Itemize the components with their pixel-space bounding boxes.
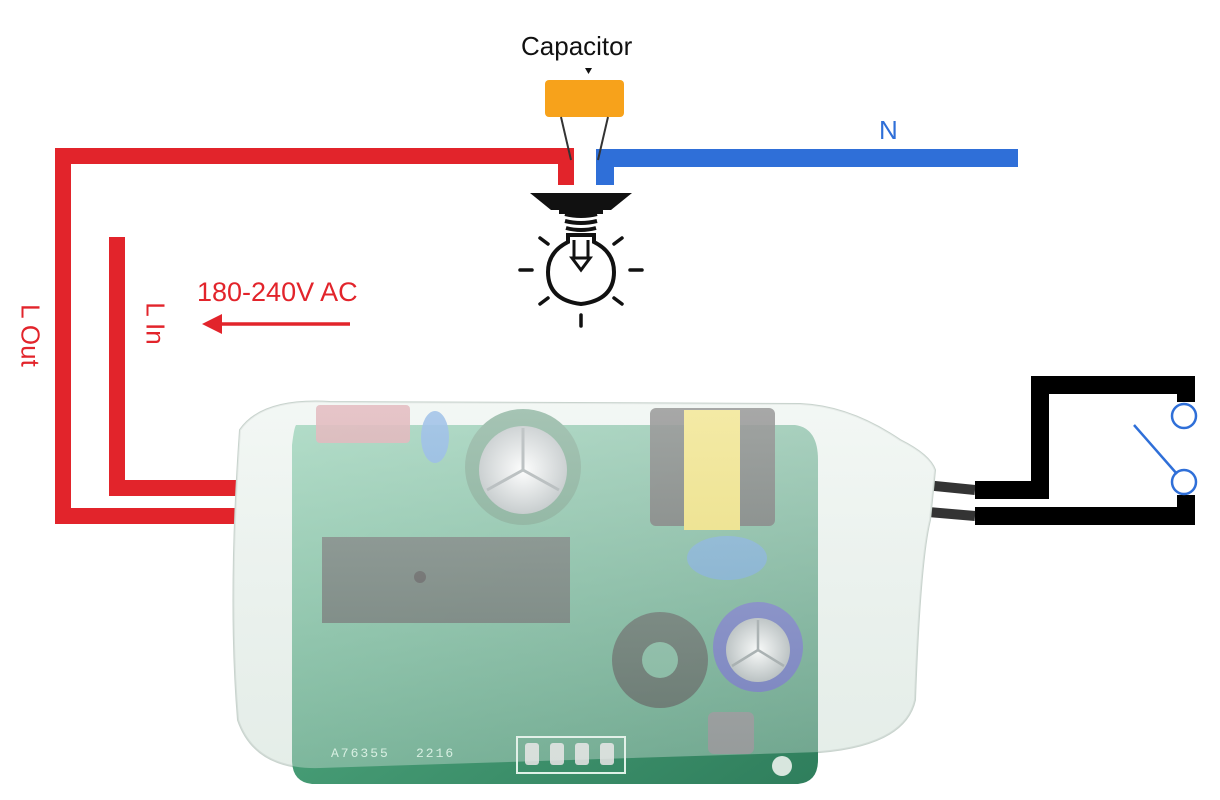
l-in-wire xyxy=(109,237,255,496)
capacitor xyxy=(545,68,624,161)
board-model-label: A76355 xyxy=(331,746,390,761)
capacitor-body xyxy=(545,80,624,117)
switch-icon xyxy=(1133,402,1202,496)
board-code-label: 2216 xyxy=(416,746,456,761)
arrow-left-icon xyxy=(202,314,350,334)
light-bulb-icon xyxy=(518,193,644,328)
capacitor-label: Capacitor xyxy=(521,31,633,61)
l-in-label: L In xyxy=(140,302,171,345)
relay-module xyxy=(232,400,937,784)
neutral-wire xyxy=(596,149,1018,185)
voltage-label: 180-240V AC xyxy=(197,277,358,307)
neutral-label: N xyxy=(879,115,898,145)
l-out-label: L Out xyxy=(15,304,46,367)
l-out-wire xyxy=(55,148,574,524)
capacitor-pointer-icon xyxy=(585,68,592,74)
switch-wiring xyxy=(904,376,1195,525)
